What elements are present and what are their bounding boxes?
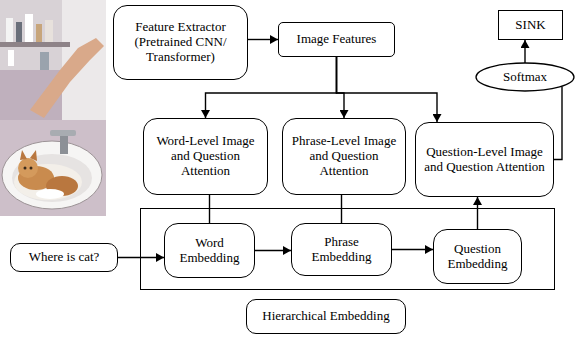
embedding-box: Phrase Embedding (291, 223, 392, 276)
cat-sink-photo (0, 0, 106, 216)
embedding-box: Word Embedding (164, 223, 255, 278)
connector-arrow (341, 195, 342, 223)
node-text: Softmax (498, 68, 552, 87)
node-text: Feature Extractor (Pretrained CNN/ Trans… (114, 18, 247, 67)
attention-box: Question-Level Image and Question Attent… (415, 122, 554, 197)
question-box: Where is cat? (10, 243, 118, 272)
node-text: SINK (510, 16, 550, 35)
band-heading: Hierarchical Embedding (257, 307, 394, 326)
features-box: Image Features (278, 22, 395, 57)
node-text: Image Features (292, 30, 382, 49)
node-text: Word Embedding (165, 234, 254, 268)
connector-arrow (337, 57, 438, 122)
connector-arrow (554, 86, 562, 159)
connector-arrow (477, 197, 478, 229)
node-text: Where is cat? (24, 248, 105, 267)
connector-arrow (392, 249, 433, 250)
band-label-box: Hierarchical Embedding (246, 299, 406, 334)
embedding-box: Question Embedding (433, 229, 522, 284)
node-text: Phrase-Level Image and Question Attentio… (283, 132, 405, 181)
connector-arrow (524, 40, 525, 63)
connector-arrow (248, 39, 278, 40)
connector-arrow (255, 250, 291, 251)
node-text: Phrase Embedding (292, 233, 391, 267)
attention-box: Word-Level Image and Question Attention (143, 118, 268, 195)
node-text: Question Embedding (434, 240, 521, 274)
softmax-ellipse: Softmax (475, 62, 575, 92)
attention-box: Phrase-Level Image and Question Attentio… (282, 118, 406, 195)
node-text: Question-Level Image and Question Attent… (416, 143, 553, 177)
extractor-box: Feature Extractor (Pretrained CNN/ Trans… (113, 5, 248, 80)
connector-arrow (118, 257, 164, 258)
connector-arrow (209, 195, 210, 223)
connector-arrow (337, 57, 345, 118)
sink-box: SINK (498, 10, 563, 40)
embedding-band: Hierarchical EmbeddingWord EmbeddingPhra… (140, 208, 555, 290)
node-text: Word-Level Image and Question Attention (144, 132, 267, 181)
